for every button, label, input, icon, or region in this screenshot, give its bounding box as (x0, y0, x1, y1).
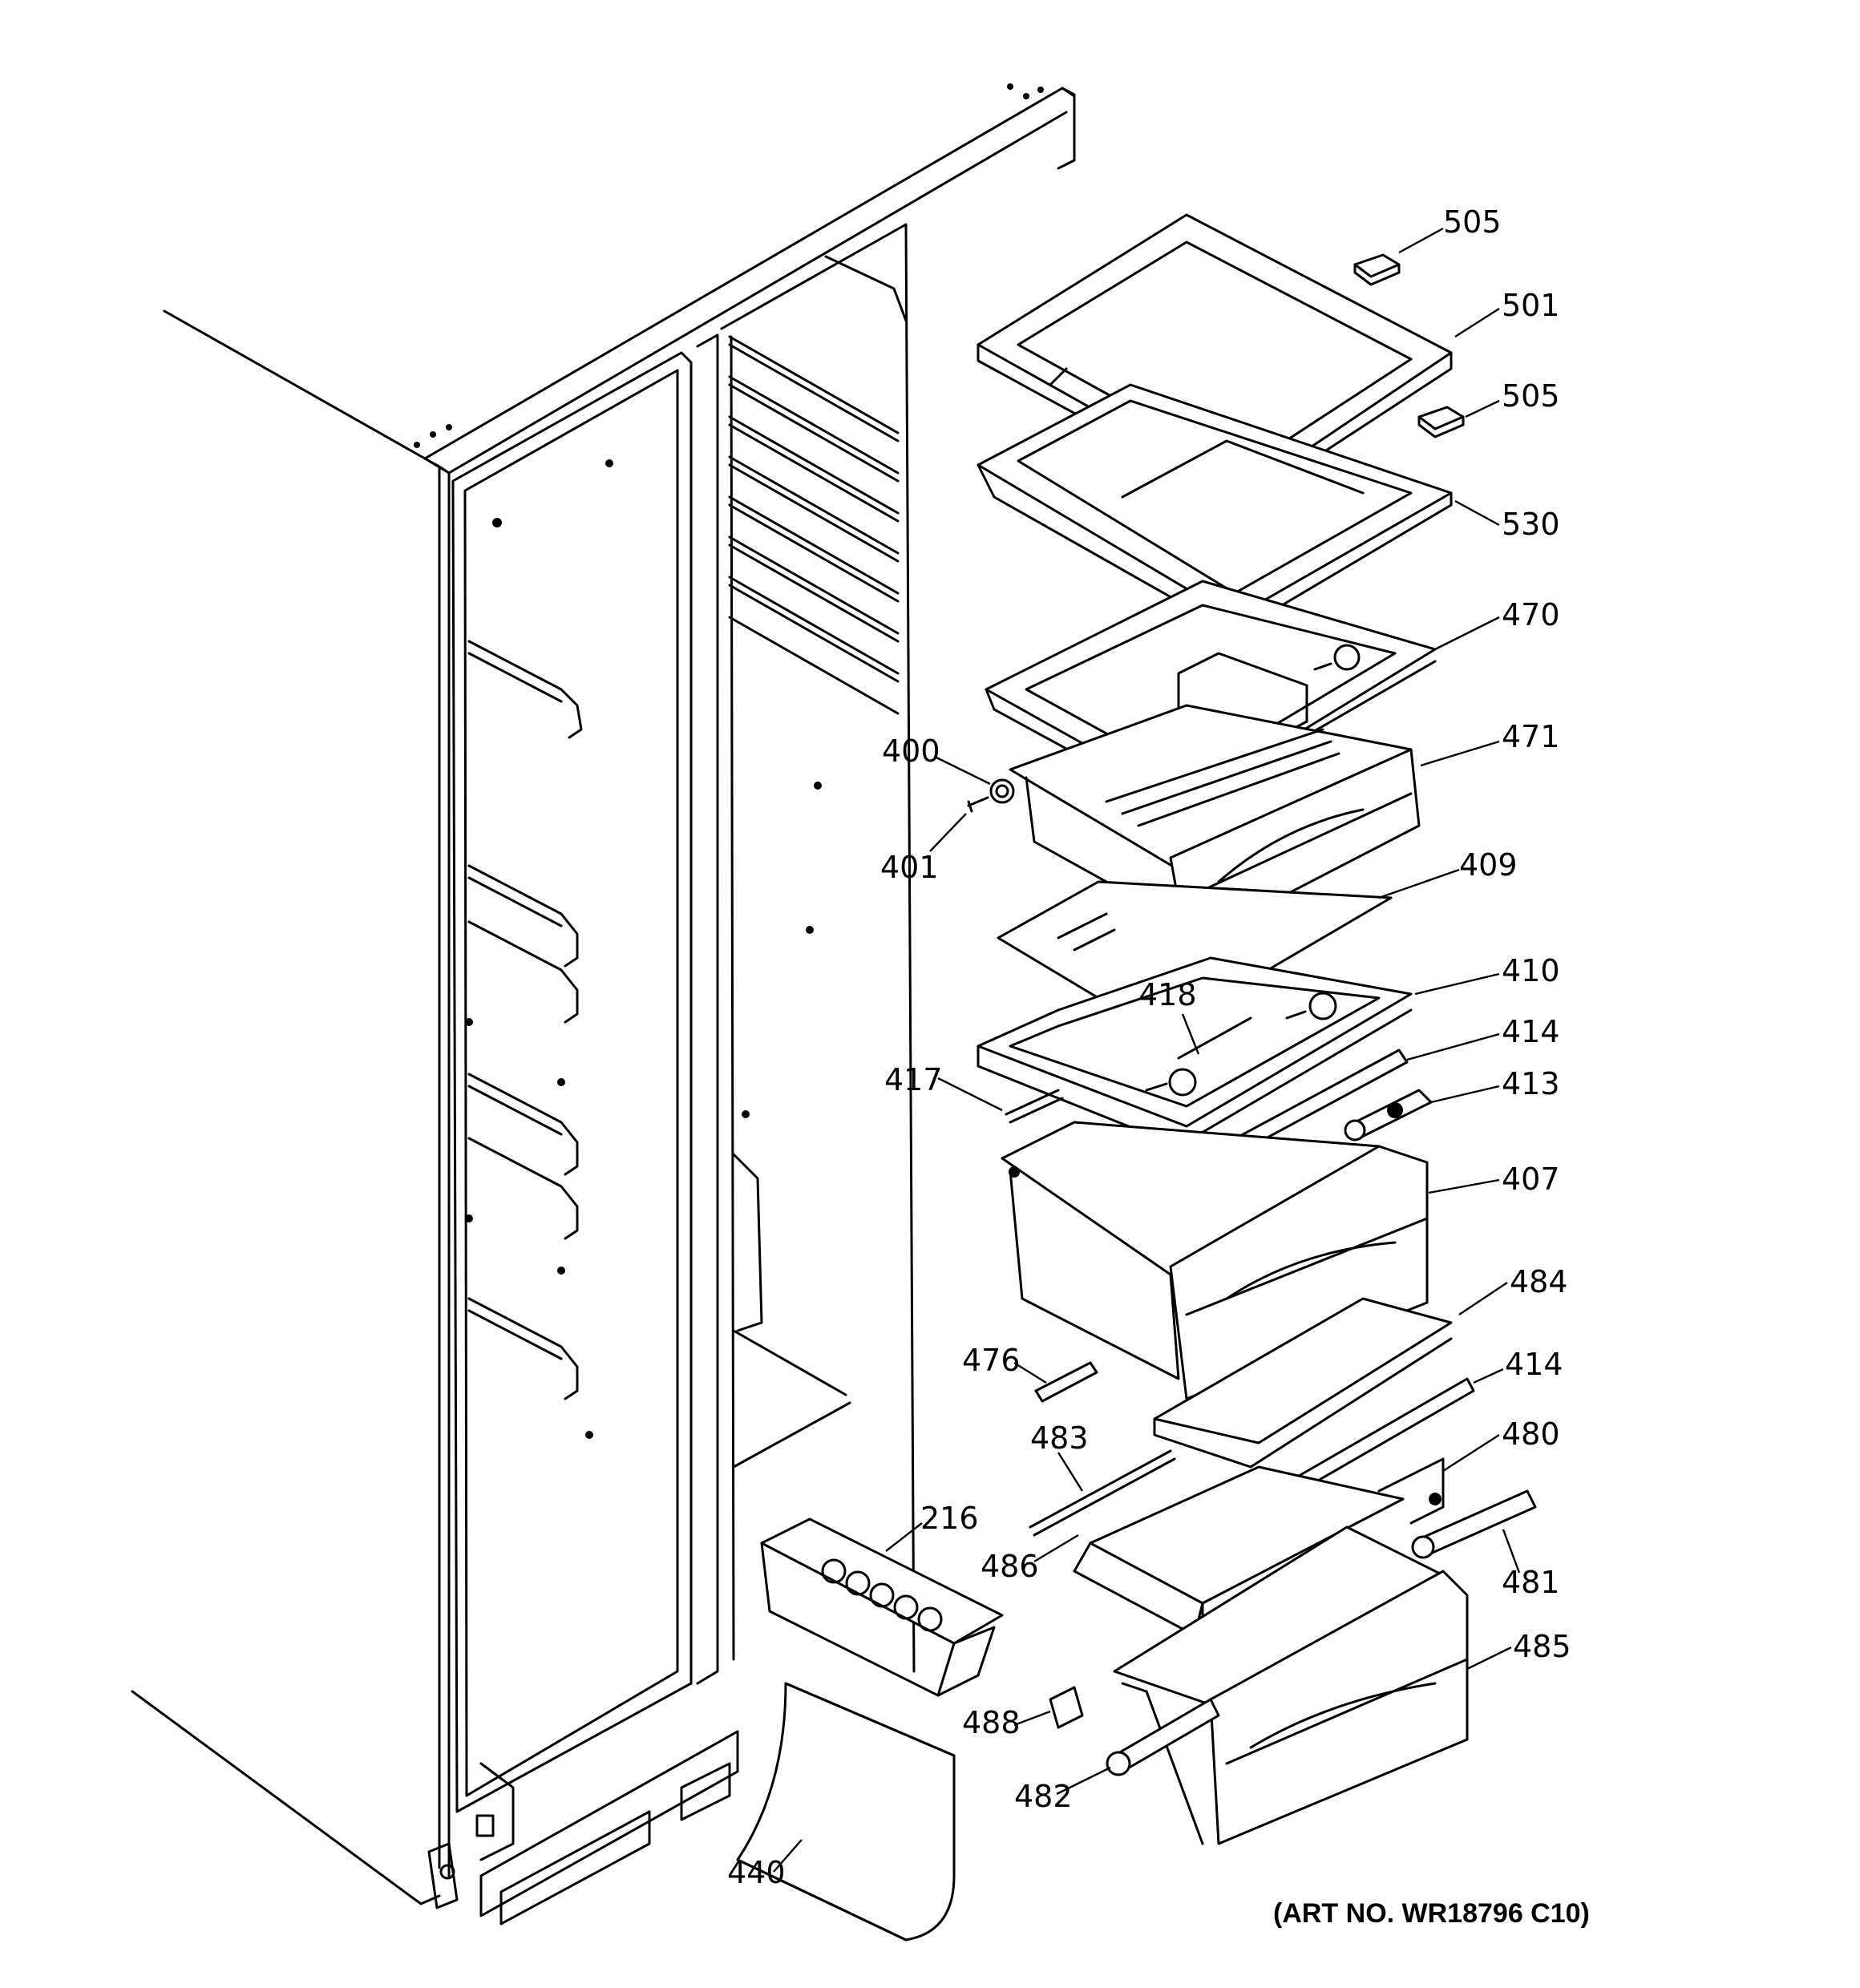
part-label-470: 470 (1502, 597, 1560, 632)
part-label-485: 485 (1513, 1629, 1571, 1664)
roller-481 (1411, 1489, 1537, 1559)
part-label-530: 530 (1502, 507, 1560, 542)
part-label-482: 482 (1014, 1779, 1073, 1814)
part-label-484: 484 (1510, 1264, 1568, 1299)
rod-417 (1005, 1089, 1064, 1124)
roller-482 (1106, 1698, 1220, 1776)
part-label-410: 410 (1502, 953, 1560, 988)
screw-401 (967, 796, 989, 813)
part-label-505-lower: 505 (1502, 378, 1560, 414)
part-label-401: 401 (880, 850, 939, 885)
shelf-rails (728, 255, 908, 715)
pan-cover-484 (1153, 1297, 1453, 1469)
bushing-488 (1049, 1686, 1084, 1729)
roller-400 (989, 778, 1015, 804)
part-label-409: 409 (1459, 847, 1518, 883)
dairy-bin-216 (760, 1517, 1004, 1697)
part-label-413: 413 (1502, 1066, 1560, 1101)
part-label-418: 418 (1138, 977, 1197, 1012)
part-label-501: 501 (1502, 288, 1560, 323)
part-label-483: 483 (1030, 1420, 1089, 1456)
part-label-471: 471 (1502, 719, 1560, 754)
part-label-414-lower: 414 (1505, 1347, 1563, 1382)
slide-476 (1034, 1361, 1098, 1403)
art-number: (ART NO. WR18796 C10) (1273, 1898, 1590, 1929)
part-label-481: 481 (1502, 1565, 1560, 1600)
shelf-clip-505-top (1353, 253, 1401, 286)
part-label-480: 480 (1502, 1416, 1560, 1452)
leader-lines (773, 227, 1521, 1873)
part-label-407: 407 (1502, 1162, 1560, 1197)
door-shelf-ribs (467, 640, 583, 1400)
part-label-486: 486 (981, 1549, 1039, 1584)
part-label-440: 440 (727, 1855, 786, 1890)
part-label-488: 488 (962, 1705, 1021, 1740)
crisper-drawer-407 (1001, 1121, 1429, 1400)
part-label-505-top: 505 (1443, 204, 1502, 240)
part-label-476: 476 (962, 1343, 1021, 1378)
part-label-414-upper: 414 (1502, 1014, 1560, 1049)
part-label-417: 417 (884, 1062, 943, 1097)
roller-413 (1344, 1089, 1433, 1141)
rod-483 (1029, 1449, 1176, 1537)
shelf-clip-505-lower (1417, 406, 1465, 438)
part-label-216: 216 (920, 1501, 979, 1536)
part-label-400: 400 (882, 733, 940, 769)
refrigerator-cabinet (131, 83, 1076, 1925)
pan-cover-440 (736, 1682, 956, 1942)
pan-485 (1113, 1525, 1469, 1845)
